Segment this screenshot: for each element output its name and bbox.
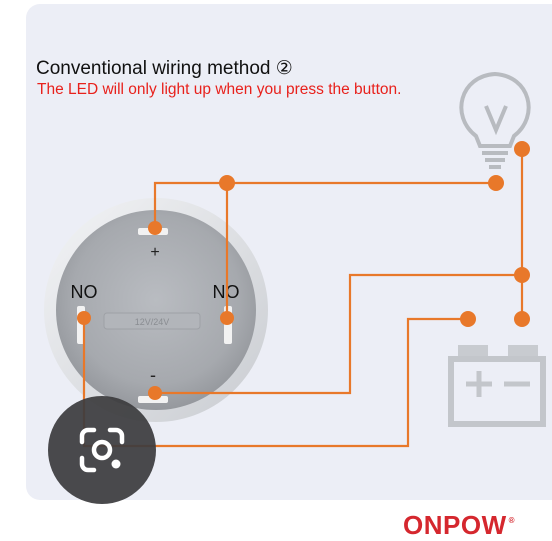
dot-top-junction: [219, 175, 235, 191]
connection-dots: [77, 141, 530, 400]
dot-battery-plus: [460, 311, 476, 327]
dot-no-left: [77, 311, 91, 325]
google-lens-icon: [79, 427, 125, 473]
light-bulb-icon: [459, 71, 531, 169]
diagram-title: Conventional wiring method ②: [36, 58, 293, 79]
dot-bulb-right: [514, 141, 530, 157]
dot-right-junction: [514, 267, 530, 283]
dot-bulb-left: [488, 175, 504, 191]
switch-label-plate: [103, 312, 201, 330]
push-button-switch: 12V/24V + - NO NO: [44, 198, 268, 422]
switch-face-text: 12V/24V: [135, 317, 170, 327]
wire-plus-to-bulb: [153, 181, 496, 228]
plus-label: +: [150, 244, 159, 261]
dot-battery-minus: [514, 311, 530, 327]
brand-logo: ONPOW®: [403, 510, 515, 541]
diagram-subtitle: The LED will only light up when you pres…: [37, 81, 402, 98]
brand-name: ONPOW: [403, 510, 507, 540]
wires: [82, 149, 524, 448]
dot-plus: [148, 221, 162, 235]
wire-minus-to-battery: [155, 273, 522, 395]
battery-icon: [448, 345, 546, 427]
minus-label: -: [150, 365, 156, 385]
google-lens-button[interactable]: [48, 396, 156, 504]
dot-minus: [148, 386, 162, 400]
registered-mark: ®: [508, 516, 516, 525]
dot-no-right: [220, 311, 234, 325]
no-left-label: NO: [71, 282, 98, 302]
